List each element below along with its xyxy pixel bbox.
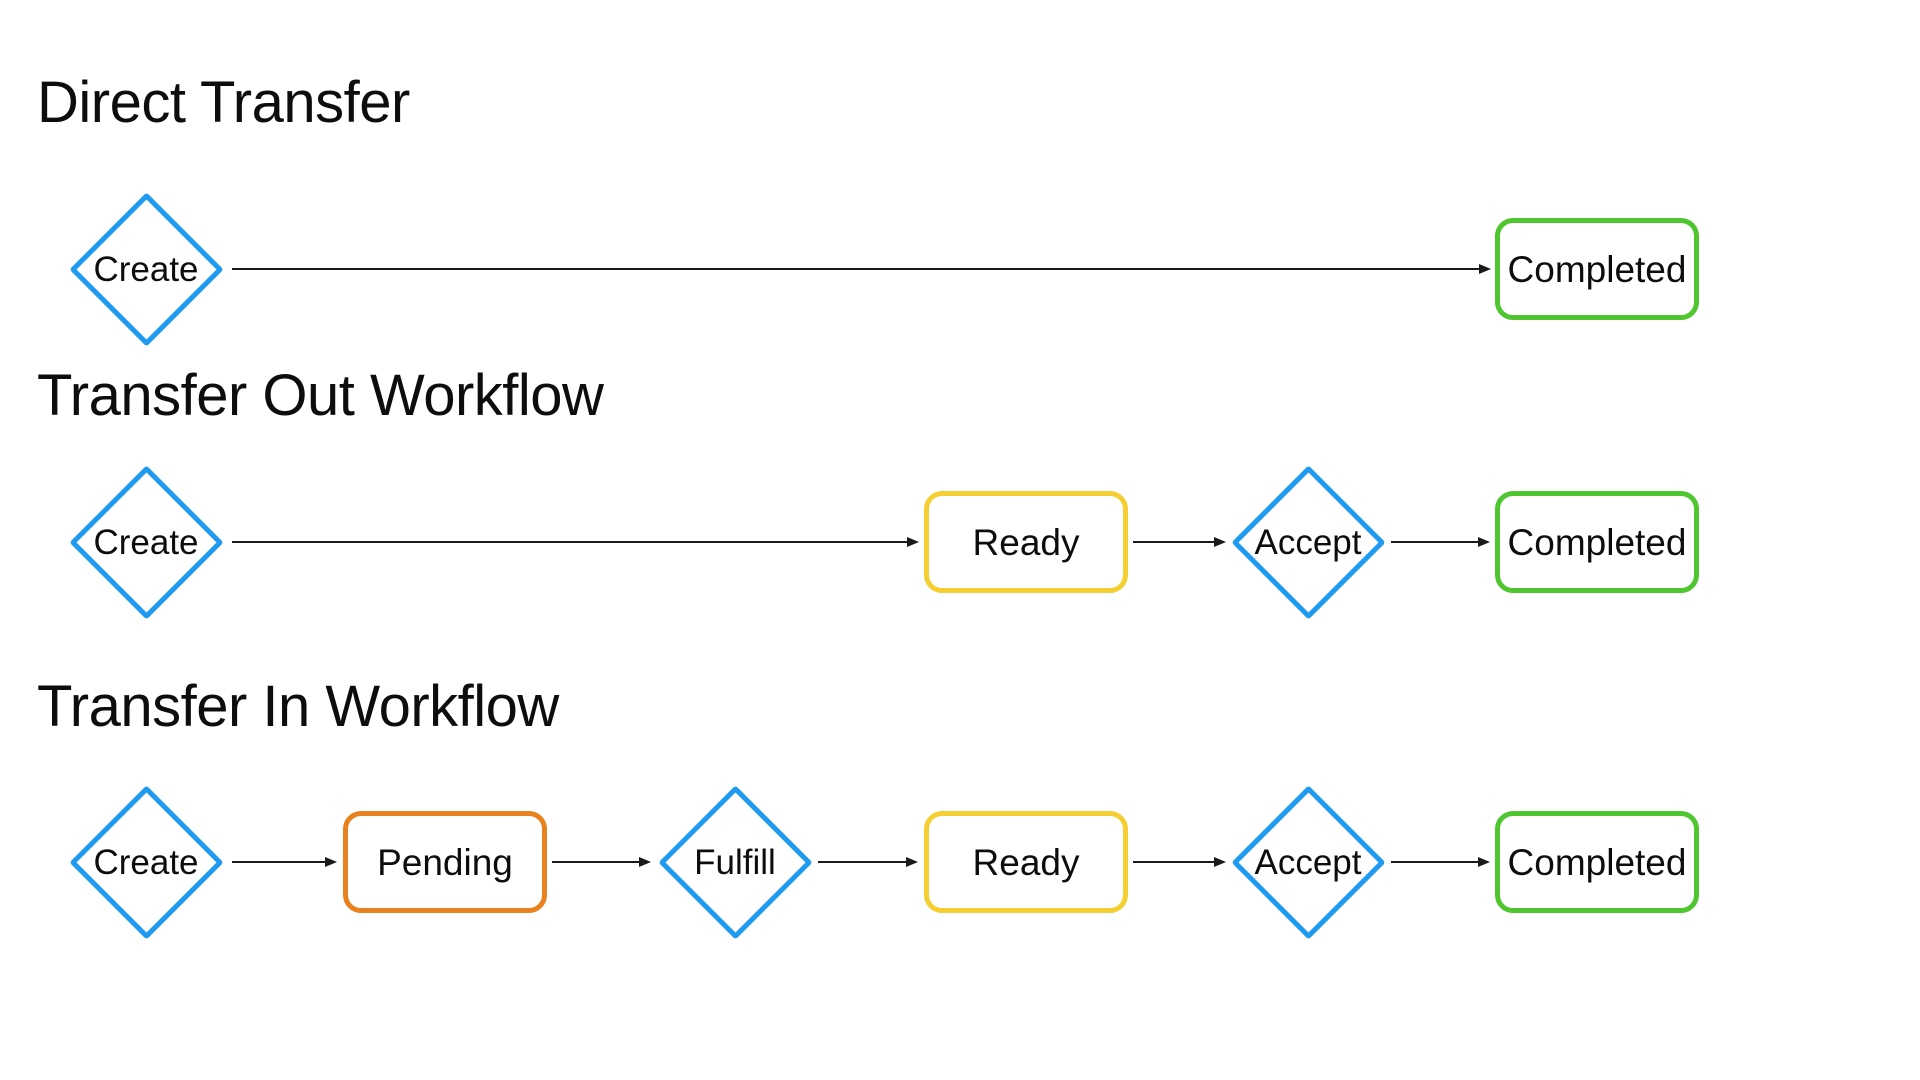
arrow-create-to-completed [232,264,1491,274]
arrow-fulfill-to-ready [818,857,918,867]
node-label: Accept [1254,522,1362,562]
node-label: Pending [377,841,513,883]
node-label: Completed [1507,521,1687,563]
node-label: Accept [1254,842,1362,882]
node-label: Create [93,249,199,289]
node-completed: Completed [1495,218,1699,320]
arrow-accept-to-completed [1391,857,1490,867]
node-create: Create [68,191,224,347]
workflow-title-transfer-in: Transfer In Workflow [37,674,559,739]
node-label: Create [93,842,199,882]
workflow-title-direct-transfer: Direct Transfer [37,70,410,135]
node-completed: Completed [1495,491,1699,593]
node-pending: Pending [343,811,547,913]
arrow-pending-to-fulfill [552,857,651,867]
node-completed: Completed [1495,811,1699,913]
node-label: Ready [972,841,1080,883]
arrow-create-to-pending [232,857,337,867]
node-label: Fulfill [694,842,776,882]
node-accept: Accept [1230,784,1386,940]
node-create: Create [68,784,224,940]
node-accept: Accept [1230,464,1386,620]
arrow-ready-to-accept [1133,537,1226,547]
node-fulfill: Fulfill [657,784,813,940]
node-label: Create [93,522,199,562]
node-ready: Ready [924,491,1128,593]
node-label: Completed [1507,841,1687,883]
arrow-create-to-ready [232,537,919,547]
node-ready: Ready [924,811,1128,913]
workflow-title-transfer-out: Transfer Out Workflow [37,363,604,428]
node-create: Create [68,464,224,620]
arrow-ready-to-accept [1133,857,1226,867]
node-label: Completed [1507,248,1687,290]
node-label: Ready [972,521,1080,563]
arrow-accept-to-completed [1391,537,1490,547]
